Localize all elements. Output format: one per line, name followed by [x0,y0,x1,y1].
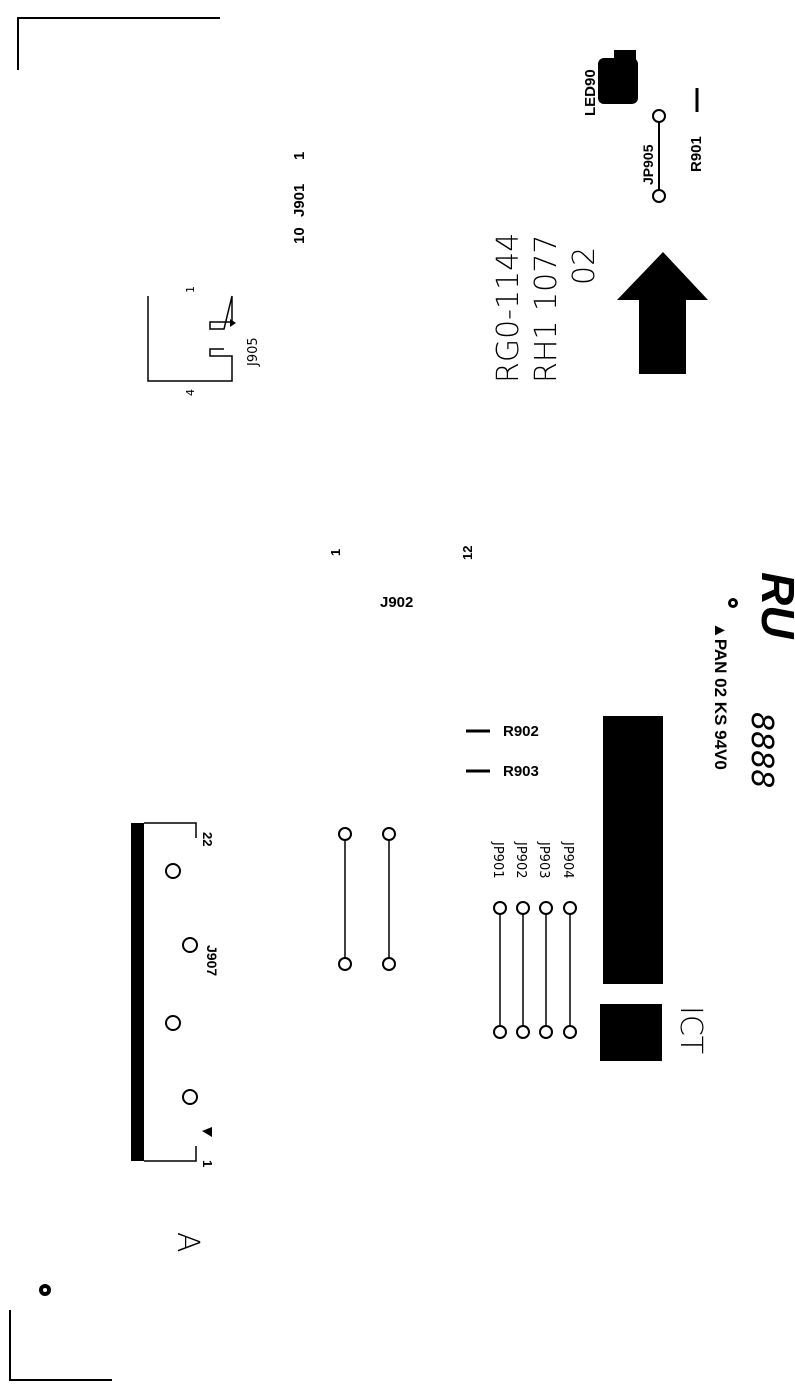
led90-label: LED90 [582,69,599,116]
j902-pin-1: 1 [328,549,343,556]
part-number-1: RG0-1144 [491,233,526,383]
j905-outline [147,295,233,382]
led90-body [598,58,638,104]
board-outline [9,17,220,1381]
unlabeled-jumper-1 [338,827,352,971]
j905: 1 4 J905 [147,286,261,396]
board-corner-top-left [17,17,220,70]
j902-label: J902 [380,594,413,611]
ict-pad [600,1004,662,1061]
j905-pin1-marker [230,319,236,327]
j902-pin-12: 12 [460,546,475,560]
r901-label: R901 [688,136,705,172]
j907-pin-1: 1 [200,1160,215,1167]
j907-outline [144,822,197,1162]
r902: R902 [466,723,539,740]
led90: LED90 [582,50,638,116]
side-label-a: A [170,1232,205,1253]
led90-flat [614,50,636,60]
svg-text:RU: RU [752,572,795,640]
fiducial-mark [39,1284,51,1296]
j905-pin-4: 4 [184,389,197,396]
r903-label: R903 [503,763,539,780]
date-code: 8888 [744,712,779,788]
j905-label: J905 [246,337,261,367]
unlabeled-jumpers [338,827,396,971]
j907-pin-22: 22 [200,832,215,846]
jp903-label: JP903 [536,841,551,879]
jp902-label: JP902 [513,841,528,879]
direction-arrow-icon [617,252,708,374]
unlabeled-jumper-2 [382,827,396,971]
jp905: JP905 [640,109,666,203]
jp903: JP903 [536,841,553,1039]
j907-label: J907 [204,945,220,976]
jp904-label: JP904 [560,841,575,879]
jp905-label: JP905 [640,144,656,185]
j907-pin1-marker [202,1127,212,1137]
part-number-2: RH1 1077 [529,235,564,383]
j907-body-bar [131,823,144,1161]
j901-pin-10: 10 [291,227,308,244]
jp901: JP901 [490,841,507,1039]
ict-test-block: ICT [600,1004,708,1061]
revision-code: 02 [567,247,602,285]
board-corner-bottom-left [9,1310,112,1381]
jumper-array: JP901 JP902 JP903 JP904 [490,841,577,1039]
jp905-pad-b [652,189,666,203]
jp904: JP904 [560,841,577,1039]
jp901-label: JP901 [490,841,505,879]
part-numbers: RG0-1144 RH1 1077 02 [491,233,602,383]
jp905-pad-a [652,109,666,123]
jp902: JP902 [513,841,530,1039]
j901: 10 J901 1 [291,152,308,244]
j901-pin-1: 1 [291,152,308,160]
ul-marking: ▲PAN 02 KS 94V0 [711,622,730,770]
j901-label: J901 [291,184,308,217]
r903: R903 [466,763,539,780]
j905-pin-1: 1 [184,286,197,293]
r901: R901 [688,88,705,172]
ul-logo-icon: RU [752,572,795,640]
r902-label: R902 [503,723,539,740]
ul-recognition: RU ▲PAN 02 KS 94V0 8888 [711,572,795,788]
j907: 22 J907 1 [131,822,220,1167]
ict-label: ICT [673,1006,708,1054]
ic-footprint-large [603,716,663,984]
j902: 1 12 J902 [328,546,475,611]
